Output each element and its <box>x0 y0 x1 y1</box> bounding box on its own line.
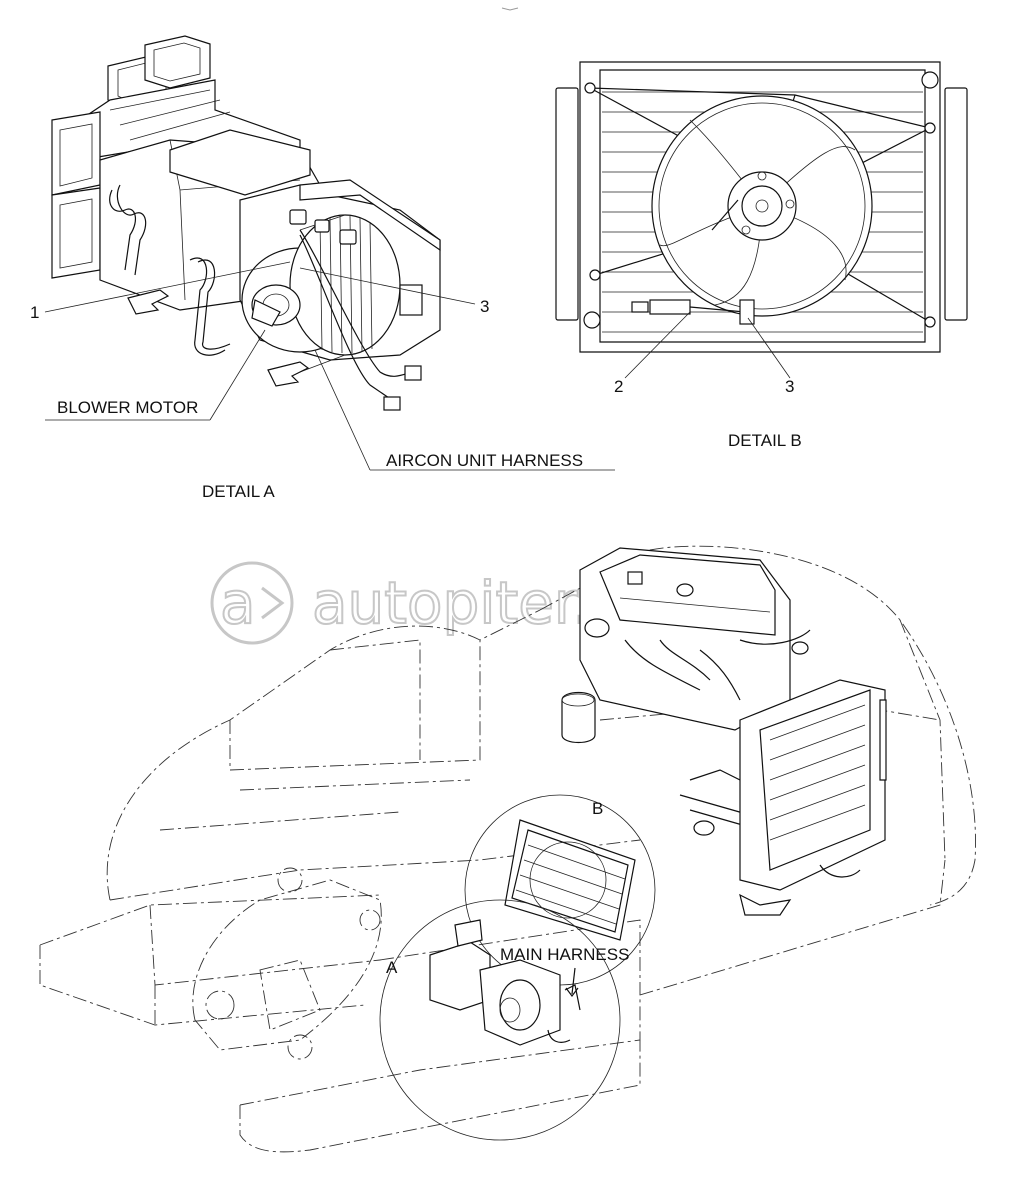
main-harness-label: MAIN HARNESS <box>500 945 629 964</box>
aircon-unit-harness-label: AIRCON UNIT HARNESS <box>386 451 583 470</box>
detail-b-callout-3: 3 <box>785 377 794 396</box>
detail-a-callout-3: 3 <box>480 297 489 316</box>
radiator <box>739 679 887 916</box>
scan-artifact-mark <box>501 7 519 11</box>
blower-motor-label: BLOWER MOTOR <box>57 398 198 417</box>
machine-body <box>39 545 976 1153</box>
detail-a-zone <box>379 899 621 1141</box>
detail-a-caption: DETAIL A <box>202 482 275 501</box>
main-harness-arrow <box>571 967 576 995</box>
detail-b-condenser-fan <box>555 61 968 379</box>
detail-b-callout-2: 2 <box>614 377 623 396</box>
detail-b-caption: DETAIL B <box>728 431 802 450</box>
callout-a-label: A <box>386 958 398 977</box>
callout-b-label: B <box>592 799 603 818</box>
watermark-logo-glyph: a <box>220 569 256 637</box>
engine-block <box>561 547 811 836</box>
detail-a-aircon-unit <box>44 35 615 471</box>
detail-a-callout-1: 1 <box>30 303 39 322</box>
main-harness-arrowhead <box>565 987 579 997</box>
